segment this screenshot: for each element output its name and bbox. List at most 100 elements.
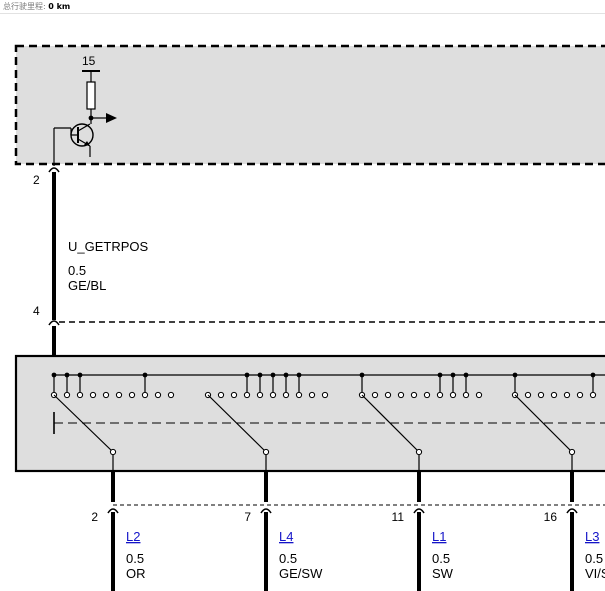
connector-socket xyxy=(48,320,60,326)
switch-contact xyxy=(410,391,418,399)
switch-contact xyxy=(550,391,558,399)
upper-module: 15 xyxy=(14,44,605,166)
switch-wiper xyxy=(361,394,420,453)
switch-contact xyxy=(115,391,123,399)
wire-link-l1[interactable]: L1 xyxy=(432,529,446,544)
switch-wiper xyxy=(207,394,267,453)
wire-link-l2[interactable]: L2 xyxy=(126,529,140,544)
connector-pin-label: 4 xyxy=(33,304,40,318)
wiper-contact xyxy=(568,448,576,456)
output-pin-label: 16 xyxy=(544,510,558,524)
signal-color-code: GE/BL xyxy=(68,278,106,293)
bus-junction xyxy=(463,372,469,378)
switch-contact xyxy=(384,391,392,399)
switch-contact xyxy=(449,391,457,399)
switch-contact xyxy=(397,391,405,399)
pin-socket xyxy=(48,167,60,173)
wiper-contact xyxy=(109,448,117,456)
switch-contact xyxy=(63,391,71,399)
bus-junction xyxy=(437,372,443,378)
output-color-code: SW xyxy=(432,566,454,581)
switch-contact xyxy=(102,391,110,399)
output-cross-section: 0.5 xyxy=(585,551,603,566)
resistor xyxy=(86,81,96,110)
switch-contacts xyxy=(50,372,597,456)
switch-contact xyxy=(524,391,532,399)
wiper-contact xyxy=(262,448,270,456)
wire-link-l4[interactable]: L4 xyxy=(279,529,293,544)
output-cross-section: 0.5 xyxy=(432,551,450,566)
bus-junction xyxy=(512,372,518,378)
lower-module xyxy=(14,354,605,473)
switch-contact xyxy=(128,391,136,399)
switch-contact xyxy=(217,391,225,399)
output-socket xyxy=(260,508,272,514)
bus-junction xyxy=(296,372,302,378)
bus-junction xyxy=(270,372,276,378)
bus-junction xyxy=(244,372,250,378)
lower-module-box xyxy=(14,354,605,473)
signal-name: U_GETRPOS xyxy=(68,239,149,254)
signal-wire: 2 U_GETRPOS 0.5 GE/BL 4 xyxy=(33,167,605,356)
switch-wiper xyxy=(53,394,114,453)
switch-contact xyxy=(154,391,162,399)
output-socket xyxy=(566,508,578,514)
output-cross-section: 0.5 xyxy=(126,551,144,566)
bus-junction xyxy=(590,372,596,378)
output-arrow-icon xyxy=(106,113,117,123)
output-socket xyxy=(107,508,119,514)
wiper-contact xyxy=(415,448,423,456)
switch-contact xyxy=(371,391,379,399)
output-color-code: OR xyxy=(126,566,146,581)
switch-contact xyxy=(423,391,431,399)
bus-junction xyxy=(142,372,148,378)
output-pin-label: 2 xyxy=(33,173,40,187)
switch-contact xyxy=(282,391,290,399)
switch-contact xyxy=(167,391,175,399)
bus-junction xyxy=(359,372,365,378)
signal-cross-section: 0.5 xyxy=(68,263,86,278)
output-wire-l2: 2L2 0.5OR xyxy=(91,455,146,591)
bus-junction xyxy=(257,372,263,378)
switch-contact xyxy=(141,391,149,399)
switch-contact xyxy=(256,391,264,399)
bus-junction xyxy=(64,372,70,378)
output-wire-l4: 7L4 0.5GE/SW xyxy=(244,455,323,591)
switch-contact xyxy=(436,391,444,399)
switch-contact xyxy=(308,391,316,399)
output-pin-label: 7 xyxy=(244,510,251,524)
bus-junction xyxy=(51,372,57,378)
switch-contact xyxy=(269,391,277,399)
switch-contact xyxy=(589,391,597,399)
mileage-value: 0 km xyxy=(48,2,71,11)
switch-contact xyxy=(76,391,84,399)
switch-contact xyxy=(537,391,545,399)
bus-junction xyxy=(450,372,456,378)
terminal-15-label: 15 xyxy=(82,54,96,68)
switch-contact xyxy=(576,391,584,399)
mileage-label: 总行驶里程: xyxy=(3,2,46,11)
output-color-code: VI/S xyxy=(585,566,605,581)
switch-contact xyxy=(563,391,571,399)
upper-module-box xyxy=(14,44,605,166)
output-pin-label: 2 xyxy=(91,510,98,524)
bus-junction xyxy=(77,372,83,378)
switch-contact xyxy=(230,391,238,399)
bus-junction xyxy=(283,372,289,378)
status-bar: 总行驶里程: 0 km xyxy=(0,0,605,14)
switch-contact xyxy=(89,391,97,399)
switch-contact xyxy=(243,391,251,399)
output-cross-section: 0.5 xyxy=(279,551,297,566)
switch-contact xyxy=(462,391,470,399)
switch-contact xyxy=(321,391,329,399)
output-pin-label: 11 xyxy=(392,510,405,524)
switch-wiper xyxy=(514,394,573,453)
output-socket xyxy=(413,508,425,514)
switch-contact xyxy=(475,391,483,399)
wire-link-l3[interactable]: L3 xyxy=(585,529,599,544)
output-color-code: GE/SW xyxy=(279,566,323,581)
switch-contact xyxy=(295,391,303,399)
